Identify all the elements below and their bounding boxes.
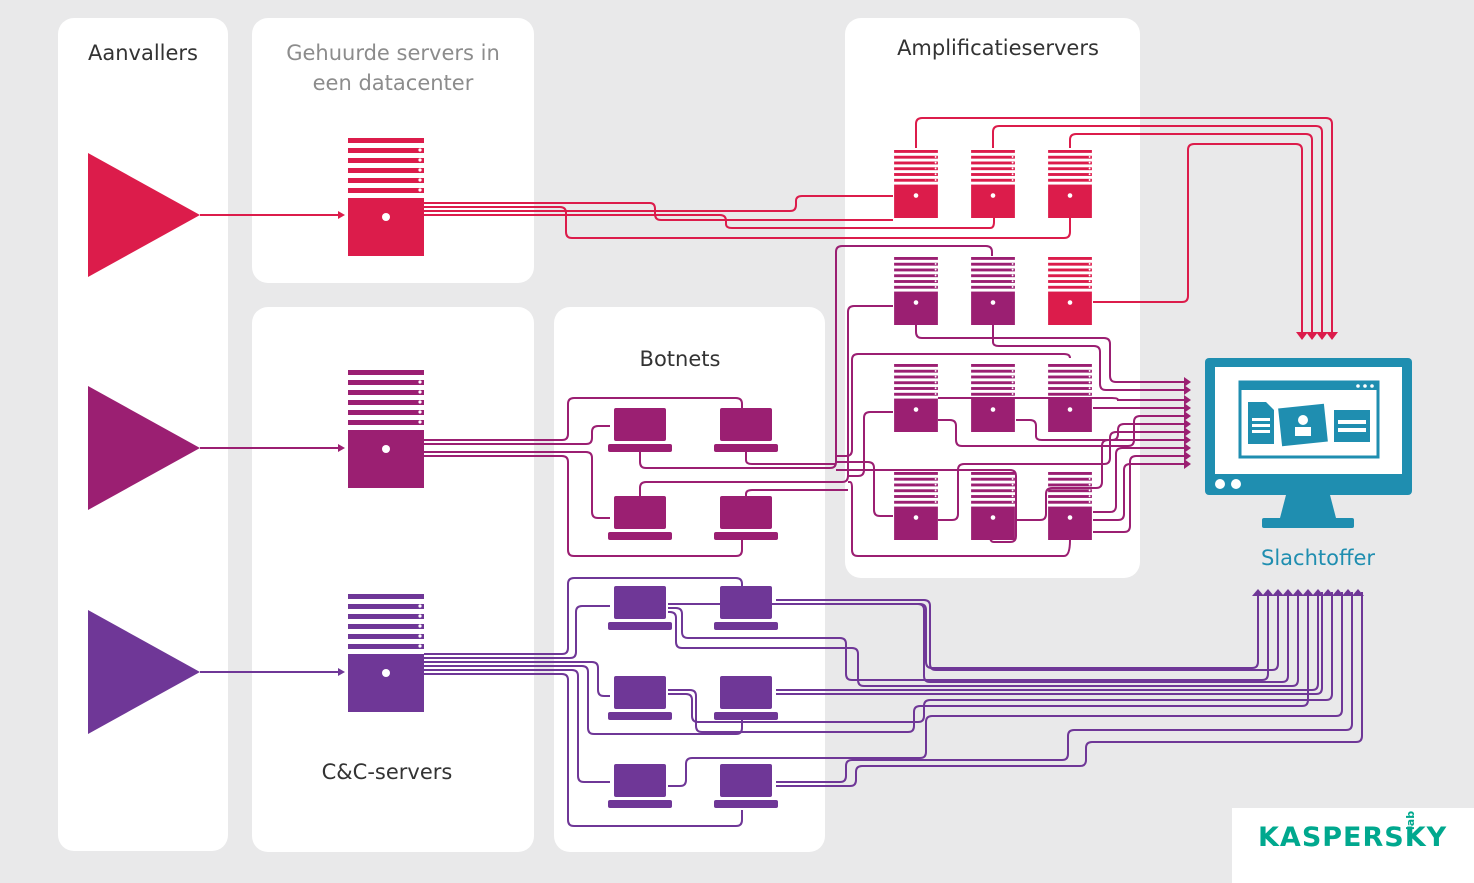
laptop-icon (608, 408, 672, 452)
botnet-laptops-purple (608, 586, 778, 808)
amp-server-icon (971, 472, 1015, 540)
attacker-red-icon (88, 153, 200, 277)
laptop-icon (714, 496, 778, 540)
amp-server-icon (1048, 472, 1092, 540)
laptop-icon (714, 764, 778, 808)
kaspersky-logo-suffix: lab (1404, 810, 1417, 830)
attacker-magenta-icon (88, 386, 200, 510)
amplification-servers-label: Amplificatieservers (897, 36, 1099, 60)
cc-servers-panel (252, 307, 534, 852)
cc-servers-label: C&C-servers (321, 760, 453, 784)
laptop-icon (608, 764, 672, 808)
cc-server-purple-icon (348, 594, 424, 712)
victim-label: Slachtoffer (1261, 546, 1375, 570)
kaspersky-logo: KASPERSKY (1258, 822, 1448, 853)
attacker-purple-icon (88, 610, 200, 734)
victim-monitor-icon (1205, 358, 1412, 528)
red-connections (424, 117, 1333, 332)
datacenter-server-icon (348, 138, 424, 256)
amp-server-icon (894, 472, 938, 540)
amp-server-icon (971, 150, 1015, 218)
cc-server-magenta-icon (348, 370, 424, 488)
amp-server-icon (1048, 257, 1092, 325)
laptop-icon (714, 408, 778, 452)
attackers-label: Aanvallers (87, 41, 198, 65)
amp-server-icon (894, 364, 938, 432)
laptop-icon (608, 496, 672, 540)
amp-server-icon (971, 257, 1015, 325)
red-arrowheads (1296, 332, 1338, 340)
purple-connections (424, 577, 1363, 827)
laptop-icon (714, 676, 778, 720)
amp-server-icon (1048, 150, 1092, 218)
amp-server-icon (894, 257, 938, 325)
logo-background (1232, 808, 1474, 883)
botnet-laptops-magenta (608, 408, 778, 540)
laptop-icon (714, 586, 778, 630)
magenta-connections (424, 245, 1184, 557)
botnets-label: Botnets (639, 347, 721, 371)
magenta-arrowheads (1184, 377, 1191, 469)
purple-arrowheads (1252, 589, 1364, 596)
laptop-icon (608, 676, 672, 720)
rented-servers-label: Gehuurde servers in een datacenter (286, 41, 500, 95)
amp-server-icon (894, 150, 938, 218)
laptop-icon (608, 586, 672, 630)
